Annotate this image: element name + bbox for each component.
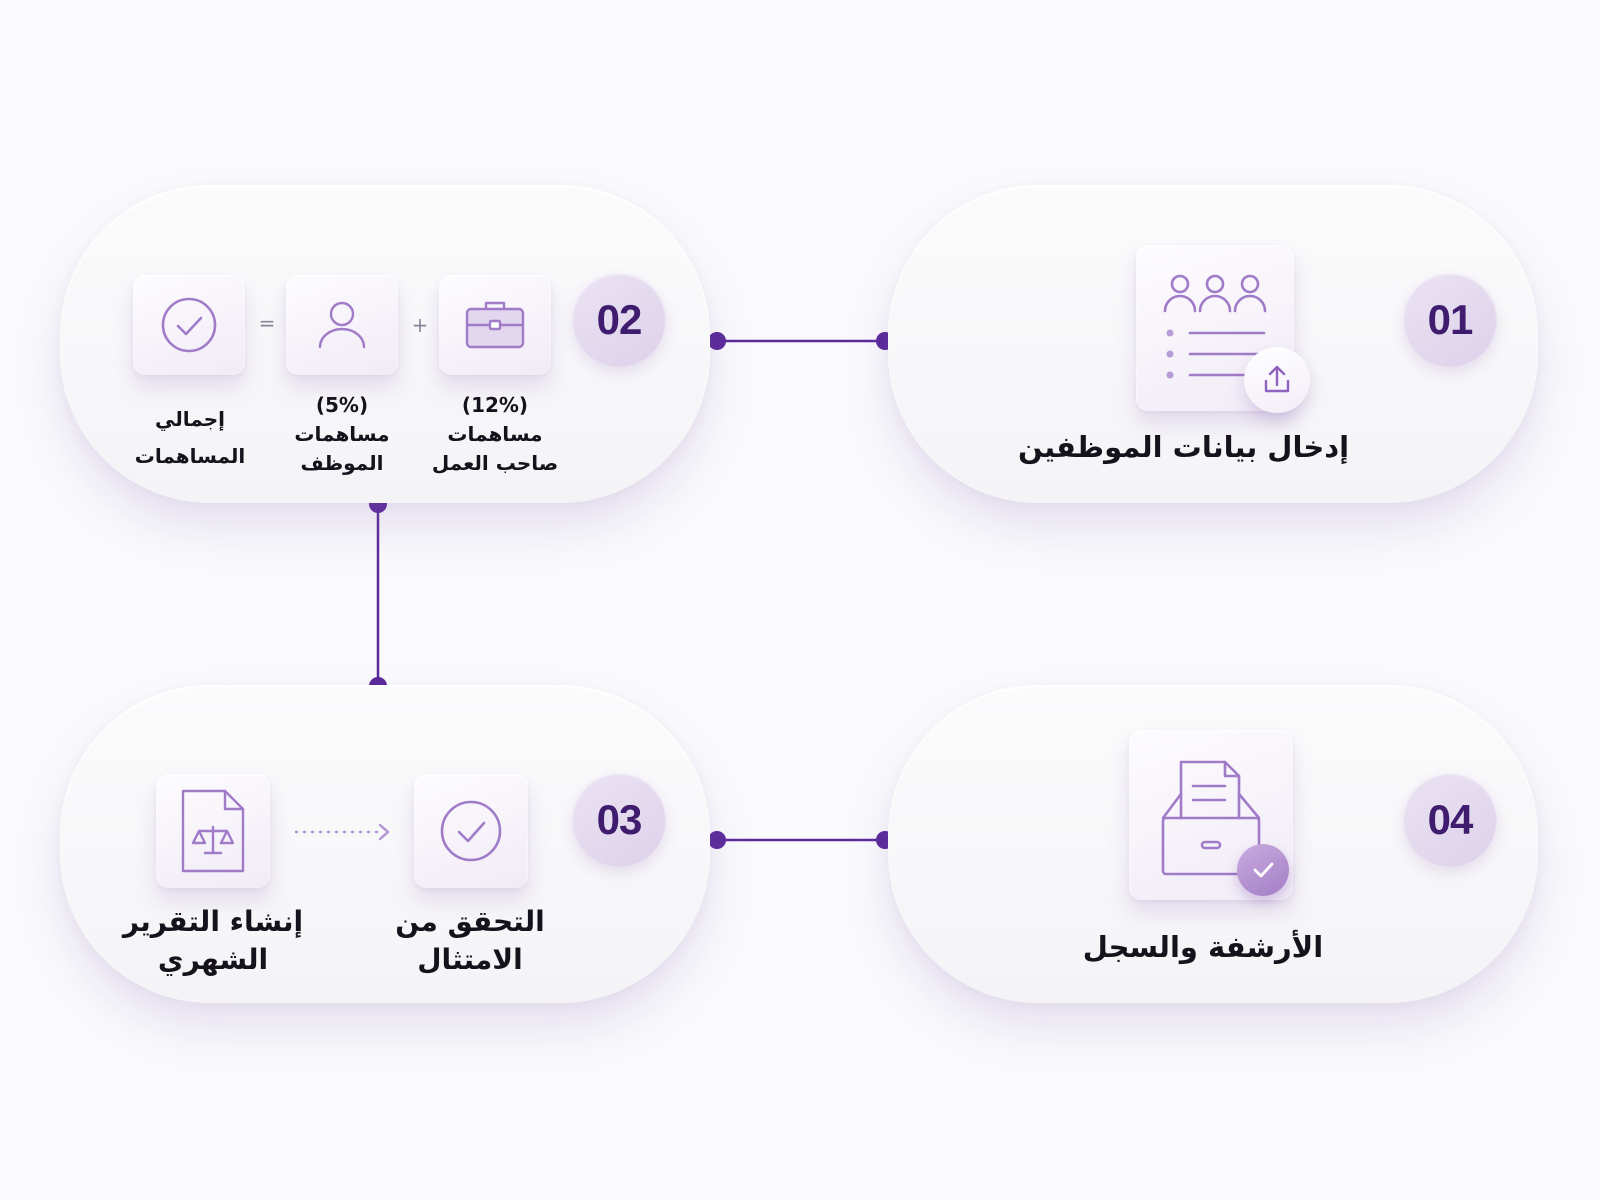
archive-check-badge xyxy=(1237,844,1289,896)
check-icon xyxy=(1253,862,1274,878)
compliance-label: التحقق من الامتثال xyxy=(370,903,570,979)
plus-operator: + xyxy=(411,313,429,337)
employer-percent: (12%) xyxy=(461,393,529,417)
upload-icon xyxy=(1264,365,1290,393)
check-circle-icon xyxy=(161,297,217,353)
report-tile xyxy=(156,774,270,888)
archive-box-icon xyxy=(1161,760,1261,876)
compliance-line2: الامتثال xyxy=(417,943,523,976)
employee-line2: مساهمات xyxy=(294,422,390,446)
employee-contribution-label: (5%) مساهمات الموظف xyxy=(276,391,408,478)
check-circle-icon xyxy=(440,800,502,862)
dotted-arrow xyxy=(294,823,390,841)
briefcase-icon xyxy=(465,301,525,349)
archive-tile xyxy=(1129,730,1293,900)
compliance-line1: التحقق من xyxy=(395,905,545,938)
step-card-04: 04 الأرشفة والسجل xyxy=(888,685,1538,1003)
employee-percent: (5%) xyxy=(315,393,369,417)
employee-list-upload-icon xyxy=(1163,274,1267,379)
report-line1: إنشاء التقرير xyxy=(122,905,304,938)
equals-operator: = xyxy=(258,311,276,335)
step-title-01: إدخال بيانات الموظفين xyxy=(1018,430,1350,464)
total-line1: إجمالي xyxy=(155,407,225,431)
employer-line2: مساهمات xyxy=(447,422,543,446)
total-contribution-label: إجمالي المساهمات xyxy=(122,401,258,475)
employee-contribution-tile xyxy=(286,275,398,375)
employer-contribution-tile xyxy=(439,275,551,375)
connector-01-02-dot-left xyxy=(708,332,726,350)
employee-line3: الموظف xyxy=(300,451,384,475)
step-card-01: 01 xyxy=(888,185,1538,503)
connector-03-04-dot-left xyxy=(708,831,726,849)
employer-line3: صاحب العمل xyxy=(431,451,559,475)
total-line2: المساهمات xyxy=(134,444,246,468)
employee-data-tile xyxy=(1136,245,1310,413)
total-contribution-tile xyxy=(133,275,245,375)
upload-badge xyxy=(1244,347,1310,413)
step-number-02: 02 xyxy=(572,273,666,367)
report-line2: الشهري xyxy=(157,943,269,976)
step-number-01: 01 xyxy=(1403,273,1497,367)
step-card-03: 03 xyxy=(60,685,710,1003)
step-card-02: 02 + = xyxy=(60,185,710,503)
compliance-tile xyxy=(414,774,528,888)
step-number-03: 03 xyxy=(572,773,666,867)
step-number-04: 04 xyxy=(1403,773,1497,867)
employer-contribution-label: (12%) مساهمات صاحب العمل xyxy=(425,391,565,478)
step-title-04: الأرشفة والسجل xyxy=(1082,930,1324,964)
report-scale-icon xyxy=(181,789,245,873)
report-label: إنشاء التقرير الشهري xyxy=(108,903,318,979)
person-icon xyxy=(318,301,366,349)
